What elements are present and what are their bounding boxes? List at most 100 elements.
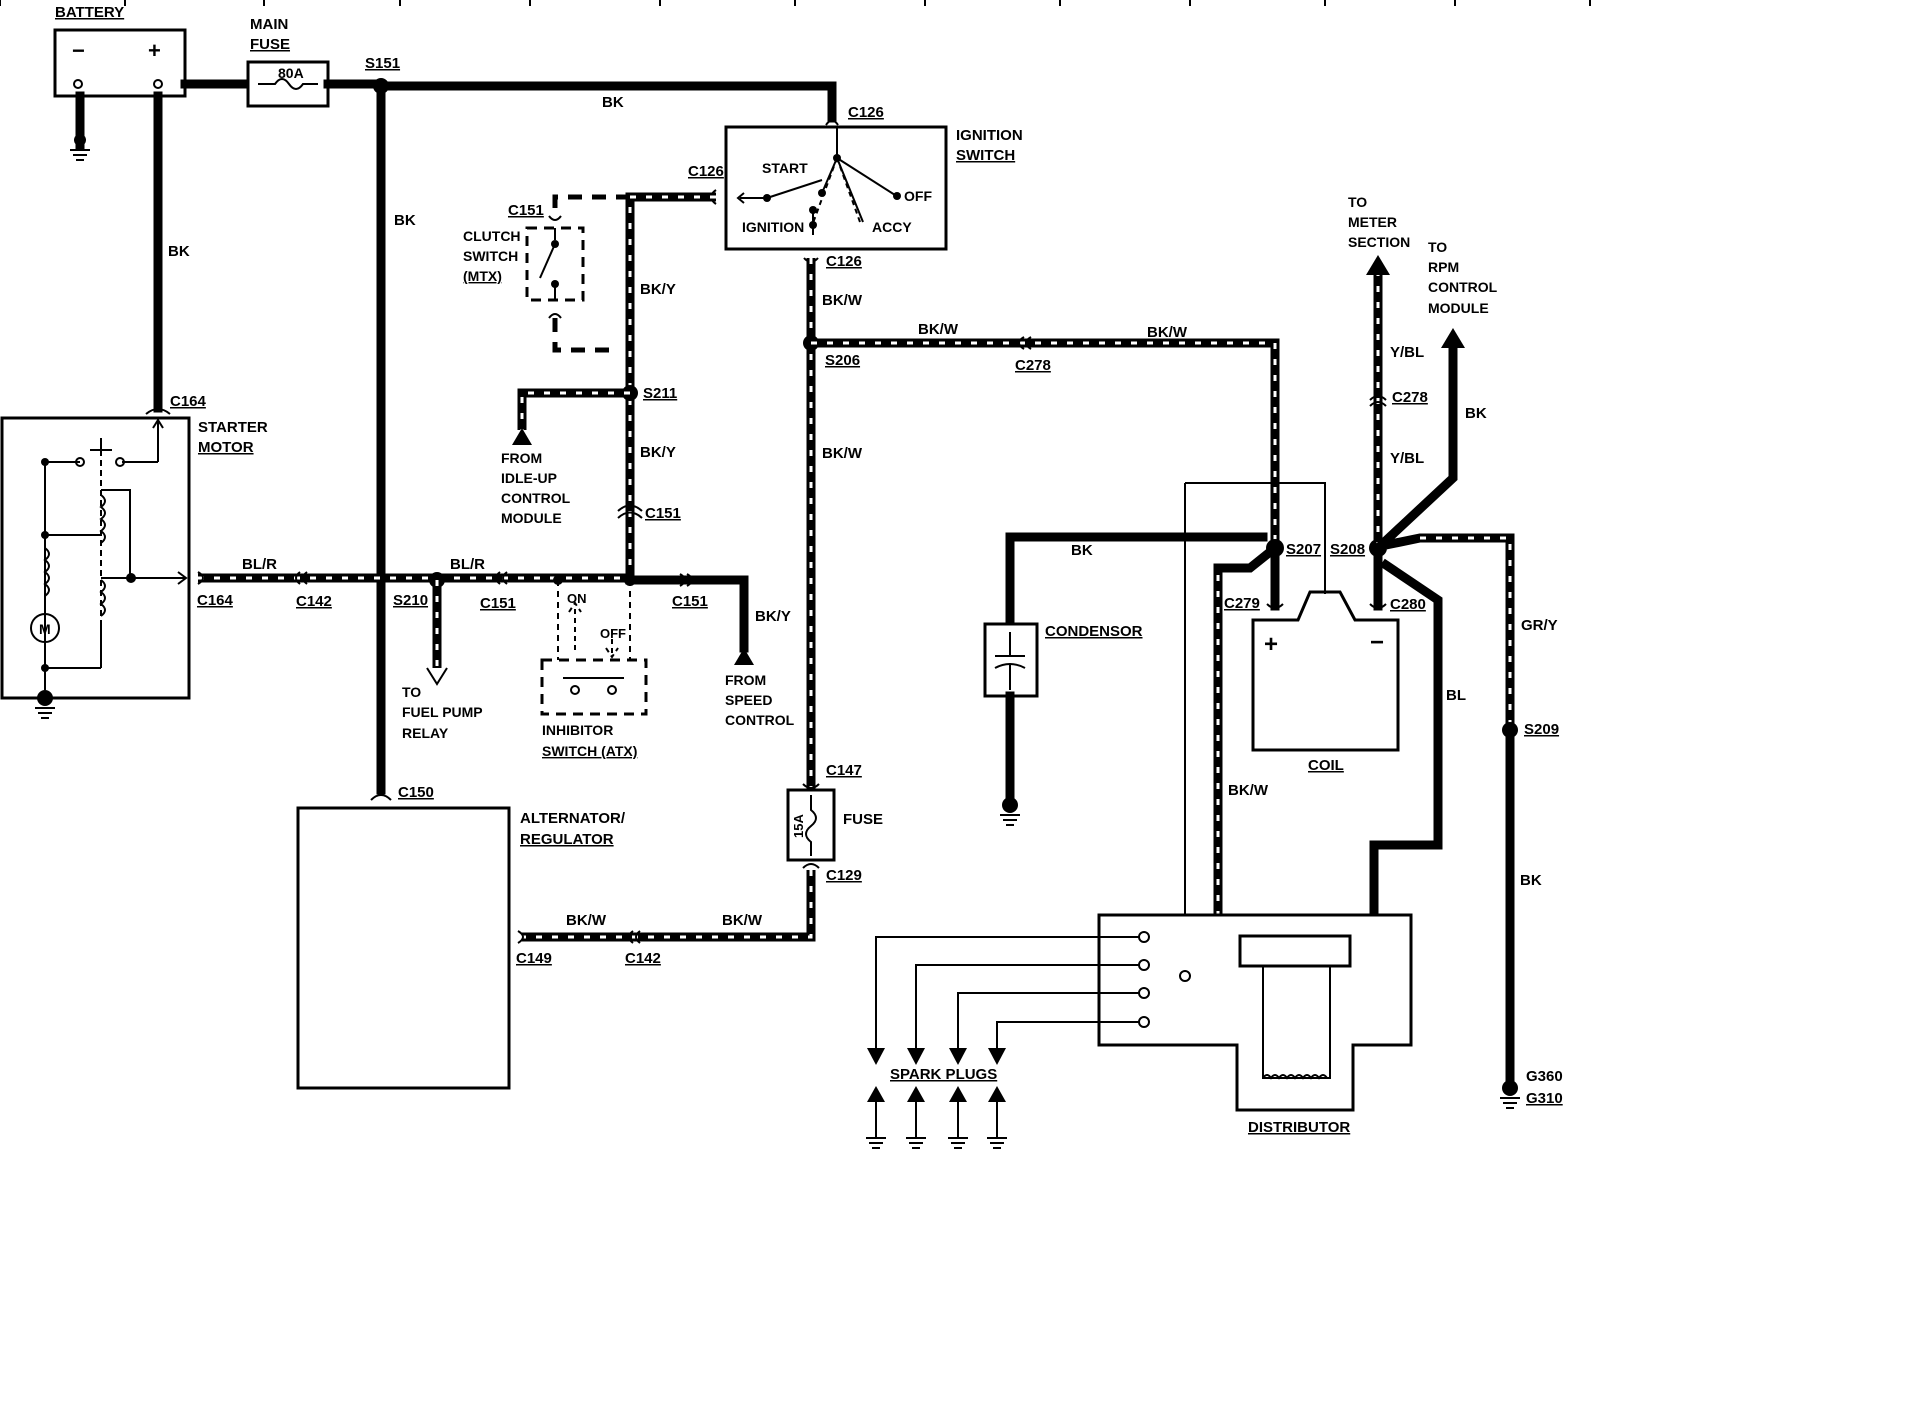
connector-c126-left-label: C126	[688, 163, 724, 180]
wire-idle-up	[517, 388, 630, 430]
battery-pos-terminal: +	[148, 38, 161, 63]
wire-color-bkw-4: BK/W	[1147, 324, 1188, 341]
connector-c151-left-label: C151	[480, 595, 516, 612]
wire-color-ybl-1: Y/BL	[1390, 344, 1424, 361]
wire-color-bkw-6: BK/W	[566, 912, 607, 929]
wire-color-bk-5: BK	[1465, 405, 1487, 422]
clutch-switch-label-1: CLUTCH	[463, 228, 521, 244]
connector-c164-side-label: C164	[197, 592, 234, 609]
inhibitor-switch-label-2: SWITCH (ATX)	[542, 743, 637, 759]
spark-plug-2-icon	[907, 1048, 925, 1065]
connector-c129-label: C129	[826, 867, 862, 884]
note-rpm-4: MODULE	[1428, 300, 1489, 316]
wire-color-bkw-1: BK/W	[822, 292, 863, 309]
wire-color-bk-2: BK	[394, 212, 416, 229]
starter-motor-label-2: MOTOR	[198, 439, 254, 456]
ignition-switch-off: OFF	[904, 188, 932, 204]
wire-color-bk-1: BK	[602, 94, 624, 111]
main-fuse-label-2: FUSE	[250, 36, 290, 53]
battery-ground-icon	[70, 91, 90, 161]
note-idle-up-2: IDLE-UP	[501, 470, 557, 486]
clutch-switch: C151 CLUTCH SWITCH (MTX)	[463, 194, 630, 353]
connector-c126-bottom-label: C126	[826, 253, 862, 270]
battery-neg-terminal: −	[72, 38, 85, 63]
spark-plugs: SPARK PLUGS	[866, 936, 1139, 1149]
connector-s210-label: S210	[393, 592, 428, 609]
connector-c151-right-label: C151	[672, 593, 708, 610]
wire-color-blr-1: BL/R	[242, 556, 277, 573]
battery-label: BATTERY	[55, 4, 124, 21]
connector-c126-top-label: C126	[848, 104, 884, 121]
ground-g310-label: G310	[1526, 1090, 1563, 1107]
connector-c279-label: C279	[1224, 595, 1260, 612]
wire-bk-rpm	[1371, 340, 1458, 555]
inhibitor-switch-label-1: INHIBITOR	[542, 722, 613, 738]
wire-bl-distributor	[1369, 558, 1443, 920]
note-fuel-pump-2: FUEL PUMP	[402, 704, 483, 720]
ignition-switch: C126 START OFF IGNITION ACCY IGNITION SW…	[724, 104, 1023, 251]
coil-pos: +	[1264, 631, 1278, 658]
note-idle-up-3: CONTROL	[501, 490, 571, 506]
spark-plug-1-icon	[867, 1048, 885, 1065]
distributor: DISTRIBUTOR	[1097, 913, 1413, 1136]
spark-plug-4-icon	[988, 1048, 1006, 1065]
inhibitor-switch: ON OFF INHIBITOR SWITCH (ATX)	[540, 580, 648, 759]
coil: + − COIL	[1251, 590, 1400, 774]
note-meter-2: METER	[1348, 214, 1397, 230]
alternator-regulator: C150 ALTERNATOR/ REGULATOR	[296, 784, 626, 1090]
note-idle-up-1: FROM	[501, 450, 542, 466]
note-rpm-3: CONTROL	[1428, 279, 1498, 295]
ignition-switch-accy: ACCY	[872, 219, 912, 235]
wire-bky-speed	[625, 575, 749, 653]
note-idle-up-4: MODULE	[501, 510, 562, 526]
main-fuse-rating: 80A	[278, 65, 304, 81]
main-fuse-label-1: MAIN	[250, 16, 288, 33]
note-speed-3: CONTROL	[725, 712, 795, 728]
wire-color-bk-3: BK	[168, 243, 190, 260]
coil-label: COIL	[1308, 757, 1344, 774]
spark-plug-3-icon	[949, 1048, 967, 1065]
wire-color-ybl-2: Y/BL	[1390, 450, 1424, 467]
arrow-to-meter-icon	[1366, 255, 1390, 275]
wire-color-bky-2: BK/Y	[640, 444, 676, 461]
wire-color-gry: GR/Y	[1521, 617, 1558, 634]
condensor-ground-icon	[1000, 797, 1020, 826]
connector-c151-mid-label: C151	[645, 505, 681, 522]
wire-color-bky-1: BK/Y	[640, 281, 676, 298]
note-meter-1: TO	[1348, 194, 1367, 210]
connector-c151-clutch-label: C151	[508, 202, 544, 219]
ignition-switch-ignition: IGNITION	[742, 219, 804, 235]
wire-color-bl: BL	[1446, 687, 1466, 704]
arrow-to-fuel-pump-icon	[426, 667, 448, 686]
connector-c280-label: C280	[1390, 596, 1426, 613]
wire-bk-top	[376, 81, 837, 123]
condensor: BK CONDENSOR	[983, 532, 1183, 805]
wire-color-bk-6: BK	[1520, 872, 1542, 889]
connector-c278-v-label: C278	[1392, 389, 1428, 406]
connector-s208-label: S208	[1330, 541, 1365, 558]
note-speed-1: FROM	[725, 672, 766, 688]
wire-color-bkw-2: BK/W	[822, 445, 863, 462]
ignition-switch-label-1: IGNITION	[956, 127, 1023, 144]
arrow-from-speed-control-icon	[734, 648, 754, 665]
top-ruler-ticks	[0, 0, 1591, 6]
starter-motor: M STARTER MOTOR	[0, 408, 268, 700]
note-speed-2: SPEED	[725, 692, 772, 708]
wire-gry	[1385, 533, 1515, 728]
spark-plugs-label: SPARK PLUGS	[890, 1066, 997, 1083]
ground-g360-label: G360	[1526, 1068, 1563, 1085]
connector-c147-label: C147	[826, 762, 862, 779]
connector-s209-label: S209	[1524, 721, 1559, 738]
wire-thin-coil	[1185, 482, 1326, 594]
ignition-switch-start: START	[762, 160, 808, 176]
wire-color-bk-4: BK	[1071, 542, 1093, 559]
wire-color-bky-3: BK/Y	[755, 608, 791, 625]
connector-c150-label: C150	[398, 784, 434, 801]
arrow-from-idle-up-icon	[512, 428, 532, 445]
note-meter-3: SECTION	[1348, 234, 1410, 250]
connector-c164-top-label: C164	[170, 393, 207, 410]
battery: − + BATTERY	[53, 4, 187, 98]
coil-neg: −	[1370, 629, 1384, 656]
distributor-label: DISTRIBUTOR	[1248, 1119, 1350, 1136]
note-rpm-1: TO	[1428, 239, 1447, 255]
